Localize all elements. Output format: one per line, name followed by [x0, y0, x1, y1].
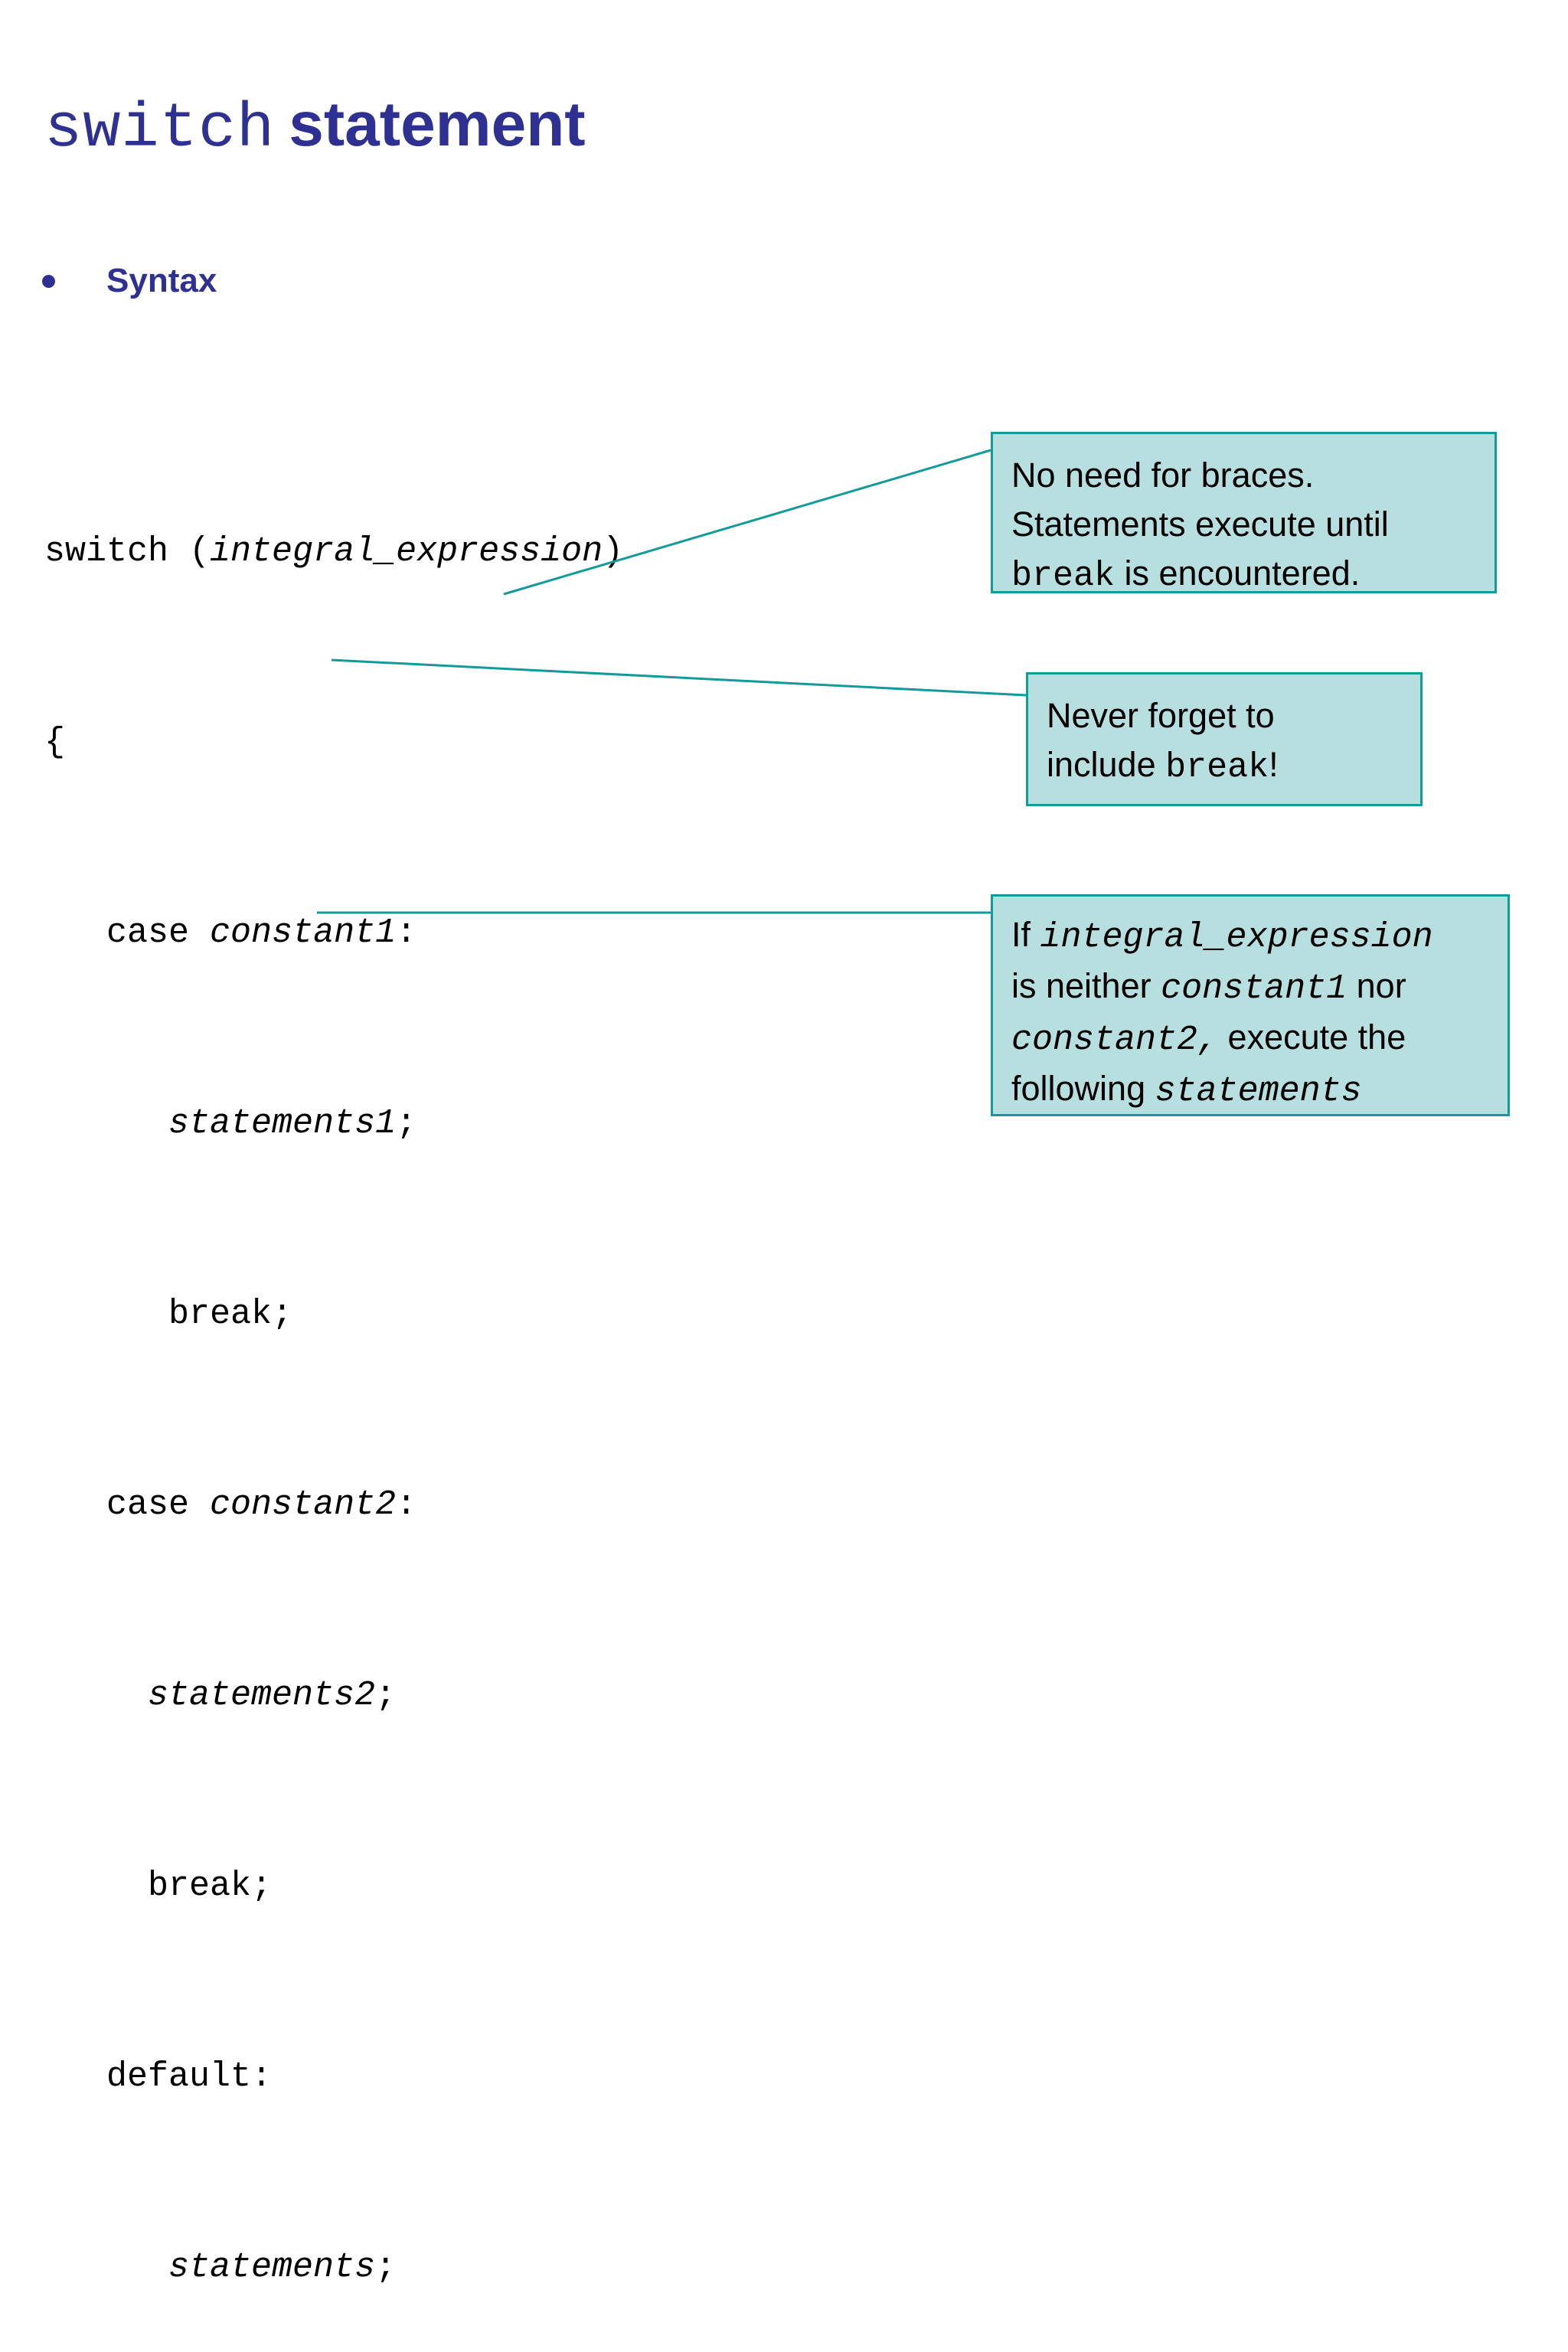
callout-2-line-1: Never forget to	[1047, 696, 1275, 735]
callout-default-explanation: If integral_expression is neither consta…	[991, 894, 1510, 1116]
callout-3-line-3: constant2, execute the	[1011, 1013, 1508, 1064]
callout-1-break-code: break	[1011, 557, 1116, 596]
code-line-4: statements1;	[44, 1092, 623, 1155]
callout-3-neither-text: is neither	[1011, 966, 1161, 1005]
code-line-9-default: default:	[44, 2057, 273, 2096]
code-constant2: constant2	[210, 1485, 397, 1524]
callout-3-execute-text: execute the	[1218, 1018, 1406, 1057]
code-constant1: constant1	[210, 913, 397, 952]
title-mono-part: switch	[44, 93, 276, 165]
code-switch-keyword: switch (	[44, 532, 211, 571]
code-semicolon-2: ;	[375, 1676, 397, 1715]
code-case-keyword-1: case	[44, 913, 211, 952]
callout-3-if-text: If	[1011, 915, 1040, 954]
code-line-7: statements2;	[44, 1664, 623, 1727]
code-line-3: case constant1:	[44, 901, 623, 965]
code-line-5-break: break;	[44, 1295, 293, 1334]
callout-1-line-2: Statements execute until	[1011, 505, 1389, 544]
callout-3-constant2-code: constant2,	[1011, 1021, 1219, 1060]
code-semicolon-1: ;	[396, 1104, 417, 1143]
bullet-syntax: Syntax	[42, 264, 217, 298]
callout-3-integral-expression-code: integral_expression	[1040, 918, 1433, 957]
callout-3-nor-text: nor	[1347, 966, 1406, 1005]
code-colon-1: :	[396, 913, 417, 952]
callout-3-line-1: If integral_expression	[1011, 910, 1508, 962]
code-colon-2: :	[396, 1485, 417, 1524]
callout-never-forget-break: Never forget to include break!	[1026, 672, 1423, 806]
code-case-keyword-2: case	[44, 1485, 211, 1524]
code-line-6: case constant2:	[44, 1473, 623, 1537]
callout-1-line-3-text: is encountered.	[1115, 554, 1361, 593]
code-line-10: statements;	[44, 2236, 623, 2299]
code-integral-expression: integral_expression	[210, 532, 603, 571]
callout-2-include-text: include	[1047, 745, 1166, 784]
code-statements: statements	[44, 2248, 376, 2287]
callout-1-line-1: No need for braces.	[1011, 456, 1315, 495]
code-statements2: statements2	[44, 1676, 376, 1715]
code-line-8-break: break;	[44, 1867, 273, 1906]
code-semicolon-3: ;	[375, 2248, 397, 2287]
callout-3-statements-code: statements	[1155, 1072, 1362, 1111]
callout-3-constant1-code: constant1	[1161, 969, 1348, 1008]
code-line-2: {	[44, 723, 66, 762]
callout-2-line-2: include break!	[1047, 740, 1420, 792]
code-statements1: statements1	[44, 1104, 397, 1143]
bullet-label: Syntax	[106, 262, 217, 299]
bullet-dot-icon	[42, 274, 55, 288]
code-block: switch (integral_expression) { case cons…	[44, 393, 623, 2352]
code-paren-close: )	[603, 532, 624, 571]
callout-2-break-code: break	[1165, 748, 1269, 787]
callout-no-need-for-braces: No need for braces. Statements execute u…	[991, 432, 1497, 596]
callout-3-line-4: following statements	[1011, 1064, 1508, 1116]
callout-1-line-3: break is encountered.	[1011, 549, 1494, 601]
callout-3-line-2: is neither constant1 nor	[1011, 962, 1508, 1013]
callout-2-exclamation: !	[1269, 745, 1279, 784]
callout-3-following-text: following	[1011, 1069, 1155, 1108]
code-line-1: switch (integral_expression)	[44, 520, 623, 583]
title-sans-part: statement	[289, 90, 586, 159]
